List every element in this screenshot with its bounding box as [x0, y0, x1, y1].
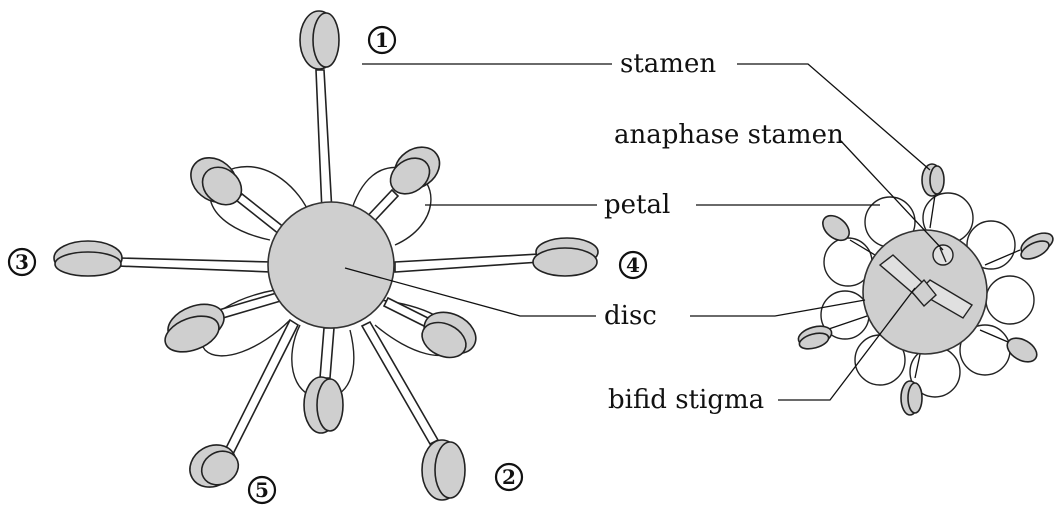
- anther-ur: [389, 146, 441, 195]
- right-anther-right: [1020, 232, 1054, 260]
- svg-text:1: 1: [375, 28, 389, 52]
- leader-lines: [344, 63, 944, 401]
- anther-ul: [190, 156, 243, 206]
- anther-4: [532, 237, 599, 277]
- anther-5: [189, 444, 240, 488]
- number-1: 1: [367, 25, 397, 55]
- right-anther-left: [797, 325, 833, 350]
- leader-bifid: [778, 287, 916, 401]
- left-petal-lower-left: [200, 289, 291, 357]
- label-stamen: stamen: [620, 49, 716, 79]
- filament-5: [222, 318, 300, 458]
- svg-text:5: 5: [255, 478, 269, 502]
- right-anthers: [797, 163, 1054, 416]
- anther-lr: [421, 311, 477, 359]
- labels: stamen anaphase stamen petal disc bifid …: [604, 49, 844, 415]
- label-disc: disc: [604, 301, 657, 331]
- leader-disc-left: [344, 267, 596, 317]
- leader-anaphase: [839, 139, 944, 251]
- number-2: 2: [494, 462, 524, 492]
- number-5: 5: [247, 475, 277, 505]
- filament-1: [315, 69, 333, 213]
- right-anther-top: [921, 163, 945, 197]
- leader-stamen-right: [737, 63, 931, 171]
- anaphase-stamen-mark: [932, 244, 954, 266]
- label-bifid-stigma: bifid stigma: [608, 385, 764, 415]
- svg-text:4: 4: [626, 253, 640, 277]
- leader-disc-right: [690, 299, 866, 317]
- anther-1: [299, 10, 340, 70]
- anther-3: [53, 240, 123, 277]
- label-petal: petal: [604, 190, 670, 220]
- left-anthers: [53, 10, 599, 501]
- bifid-stigma-shape: [878, 254, 974, 319]
- filament-3: [117, 257, 273, 273]
- right-anther-bottom: [900, 380, 923, 416]
- filament-4: [394, 253, 541, 273]
- right-anther-upper-left: [822, 214, 850, 242]
- left-petal-upper-left: [209, 166, 311, 241]
- left-disc: [267, 201, 395, 329]
- filament-bottom: [319, 327, 335, 379]
- anther-ll: [164, 303, 225, 353]
- number-4: 4: [618, 250, 648, 280]
- label-anaphase-stamen: anaphase stamen: [614, 120, 844, 150]
- anther-bottom: [303, 376, 344, 434]
- right-anther-lower-right: [1006, 337, 1038, 363]
- svg-text:3: 3: [15, 250, 29, 274]
- anther-2: [421, 439, 466, 501]
- number-3: 3: [7, 247, 37, 277]
- right-flower: [797, 163, 1054, 416]
- left-flower: 1 3 4 5 2: [7, 10, 648, 505]
- svg-text:2: 2: [502, 465, 516, 489]
